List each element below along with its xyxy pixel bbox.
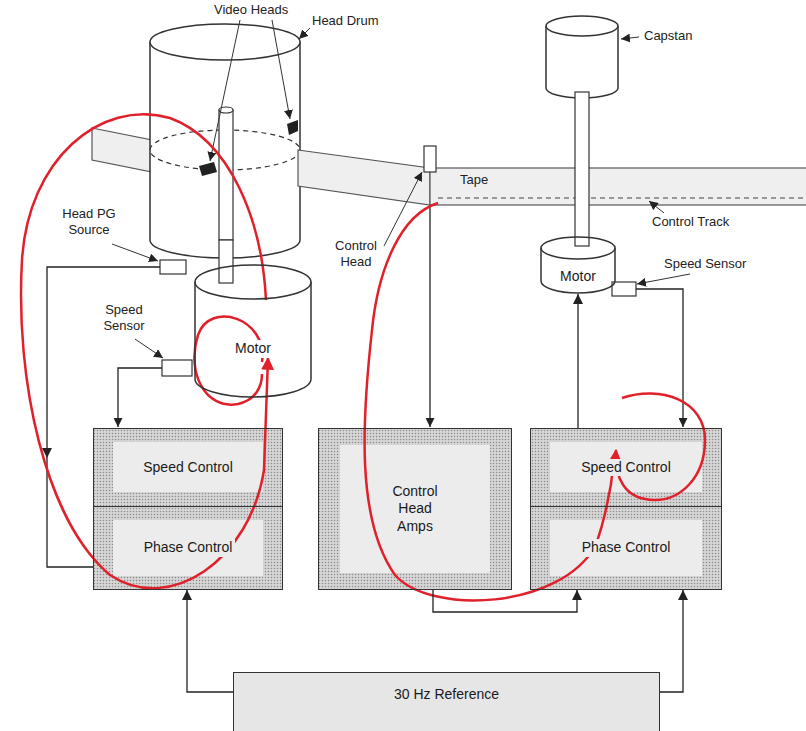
reference-ground (233, 672, 660, 731)
speed-control-box: Speed Control (93, 428, 283, 507)
leader-line (384, 172, 422, 246)
motor-top (195, 265, 311, 299)
control-head-wire (429, 205, 430, 427)
label-slot: Video Heads (212, 2, 290, 18)
head-drum (150, 42, 300, 258)
leader-line (210, 20, 240, 161)
node-text: Control Head Amps (380, 483, 450, 536)
tape-band (430, 168, 806, 205)
block-ground (530, 428, 722, 590)
part-label: Head PG Source (56, 206, 122, 239)
speed-sensor (162, 360, 192, 376)
capstan (546, 26, 618, 98)
speed-loop (616, 393, 705, 500)
head-drum-top (150, 24, 300, 60)
video-head (199, 162, 217, 176)
node-text: Phase Control (579, 539, 674, 557)
signal-connector (577, 294, 578, 428)
leader-lines (112, 20, 690, 358)
node-text: Motor (232, 340, 274, 358)
phase-control-box: Phase Control (530, 506, 722, 590)
block-ground (93, 428, 283, 590)
block-ground (318, 428, 512, 590)
part-label: Control Track (650, 214, 731, 230)
signal-connector (660, 590, 683, 692)
label-slot: Speed Sensor (98, 302, 150, 335)
control-track (438, 197, 806, 198)
sensor-wire (118, 368, 162, 427)
block-inner (550, 520, 702, 576)
label-slot: Speed Sensor (662, 256, 748, 272)
node-text: Speed Control (140, 459, 236, 477)
control-head (424, 146, 436, 172)
node-text: Motor (557, 268, 599, 286)
part-label: Tape (458, 172, 490, 188)
speed-loop (194, 317, 262, 405)
pg-wire (47, 267, 160, 567)
leader-line (621, 37, 639, 39)
capstan-shaft (575, 92, 589, 246)
part-label: Capstan (642, 28, 694, 44)
amplifier-box: Control Head Amps (318, 428, 512, 590)
node-text: Phase Control (141, 539, 236, 557)
tape-band (92, 128, 152, 172)
video-head (287, 120, 298, 135)
part-label: Video Heads (212, 2, 290, 18)
part-label: Speed Sensor (98, 302, 150, 335)
drum-spindle (219, 110, 233, 240)
part-label: Speed Sensor (662, 256, 748, 272)
part-label: Control Head (330, 238, 382, 271)
block-inner (113, 442, 263, 492)
node-text: 30 Hz Reference (391, 686, 502, 704)
signal-connector (187, 590, 233, 692)
block-inner (113, 520, 263, 576)
label-slot: Head Drum (310, 13, 380, 29)
label-slot: Control Track (650, 214, 731, 230)
block-inner (340, 445, 490, 573)
drum-shaft (219, 240, 233, 283)
phase-loop (365, 203, 614, 600)
tape-band (298, 150, 430, 205)
leader-line (135, 339, 163, 358)
leader-line (649, 201, 664, 213)
capstan-top (546, 16, 618, 36)
speed-sensor (612, 282, 636, 296)
motor-cylinder: Motor (540, 236, 616, 294)
speed-control-box: Speed Control (530, 428, 722, 507)
label-slot: Head PG Source (56, 206, 122, 239)
leader-line (272, 20, 290, 119)
block-inner (550, 442, 702, 492)
phase-loop (21, 114, 268, 588)
label-slot: Control Head (330, 238, 382, 271)
label-slot: Tape (458, 172, 490, 188)
phase-control-box: Phase Control (93, 506, 283, 590)
reference-box: 30 Hz Reference (233, 672, 660, 731)
motor-body (541, 248, 615, 293)
motor-top (541, 237, 615, 259)
label-slot: Capstan (642, 28, 694, 44)
pg-source (160, 260, 186, 274)
leader-line (112, 244, 158, 261)
motor-outline (194, 264, 312, 398)
part-label: Head Drum (310, 13, 380, 29)
motor-cylinder: Motor (194, 264, 312, 398)
node-text: Speed Control (578, 459, 674, 477)
sensor-wire (636, 289, 683, 427)
leader-line (637, 274, 690, 284)
signal-connector (433, 590, 577, 612)
servo-loops (21, 114, 705, 600)
